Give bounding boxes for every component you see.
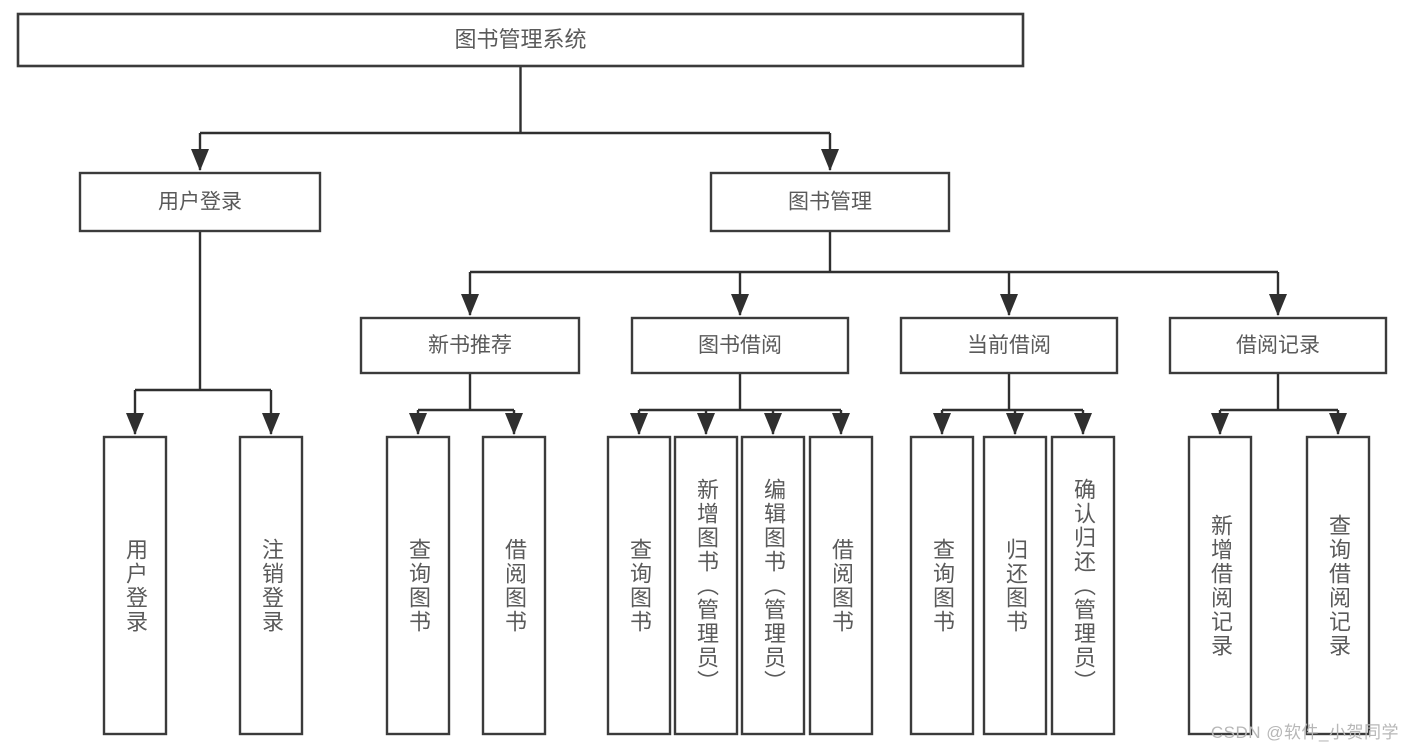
arrow-head-icon-leaf-query-book-1 xyxy=(409,413,427,435)
node-box-book-borrow[interactable] xyxy=(630,316,850,375)
arrow-head-icon-leaf-return-book xyxy=(1006,413,1024,435)
node-label-book-borrow: 图书借阅 xyxy=(698,334,782,357)
node-box-leaf-edit-book[interactable] xyxy=(740,435,806,736)
node-box-root[interactable] xyxy=(16,12,1025,68)
arrow-head-icon-leaf-add-record xyxy=(1211,413,1229,435)
connectors-layer xyxy=(126,66,1347,435)
node-box-leaf-add-record[interactable] xyxy=(1187,435,1253,736)
arrow-head-icon-leaf-user-login xyxy=(126,413,144,435)
arrow-head-icon-leaf-user-logout xyxy=(262,413,280,435)
node-box-user-login[interactable] xyxy=(78,171,322,233)
arrow-head-icon-user-login xyxy=(191,149,209,171)
node-label-borrow-record: 借阅记录 xyxy=(1236,334,1320,357)
node-label-book-manage: 图书管理 xyxy=(788,191,872,214)
node-box-leaf-query-book-3[interactable] xyxy=(909,435,975,736)
arrow-head-icon-leaf-query-book-2 xyxy=(630,413,648,435)
watermark-text: CSDN @软件_小贺同学 xyxy=(1210,723,1399,742)
arrow-head-icon-leaf-confirm-return xyxy=(1074,413,1092,435)
node-box-leaf-user-logout[interactable] xyxy=(238,435,304,736)
node-box-leaf-user-login[interactable] xyxy=(102,435,168,736)
arrow-head-icon-book-manage xyxy=(821,149,839,171)
arrow-head-icon-leaf-query-record xyxy=(1329,413,1347,435)
arrow-head-icon-leaf-query-book-3 xyxy=(933,413,951,435)
node-box-leaf-borrow-book-2[interactable] xyxy=(808,435,874,736)
node-label-current-borrow: 当前借阅 xyxy=(967,334,1051,357)
node-box-leaf-add-book[interactable] xyxy=(673,435,739,736)
node-label-root: 图书管理系统 xyxy=(454,27,586,52)
node-box-leaf-borrow-book-1[interactable] xyxy=(481,435,547,736)
node-box-leaf-query-book-1[interactable] xyxy=(385,435,451,736)
node-box-current-borrow[interactable] xyxy=(899,316,1119,375)
node-box-borrow-record[interactable] xyxy=(1168,316,1388,375)
node-box-leaf-query-book-2[interactable] xyxy=(606,435,672,736)
arrow-head-icon-leaf-add-book xyxy=(697,413,715,435)
node-label-user-login: 用户登录 xyxy=(158,191,242,214)
node-label-new-book-recommend: 新书推荐 xyxy=(428,334,512,357)
arrow-head-icon-book-borrow xyxy=(731,294,749,316)
node-box-leaf-query-record[interactable] xyxy=(1305,435,1371,736)
arrow-head-icon-borrow-record xyxy=(1269,294,1287,316)
arrow-head-icon-current-borrow xyxy=(1000,294,1018,316)
boxes-layer xyxy=(16,12,1388,736)
node-box-leaf-return-book[interactable] xyxy=(982,435,1048,736)
node-box-new-book-recommend[interactable] xyxy=(359,316,581,375)
node-box-leaf-confirm-return[interactable] xyxy=(1050,435,1116,736)
arrow-head-icon-leaf-edit-book xyxy=(764,413,782,435)
arrow-head-icon-new-book-recommend xyxy=(461,294,479,316)
arrow-head-icon-leaf-borrow-book-2 xyxy=(832,413,850,435)
node-box-book-manage[interactable] xyxy=(709,171,951,233)
arrow-head-icon-leaf-borrow-book-1 xyxy=(505,413,523,435)
